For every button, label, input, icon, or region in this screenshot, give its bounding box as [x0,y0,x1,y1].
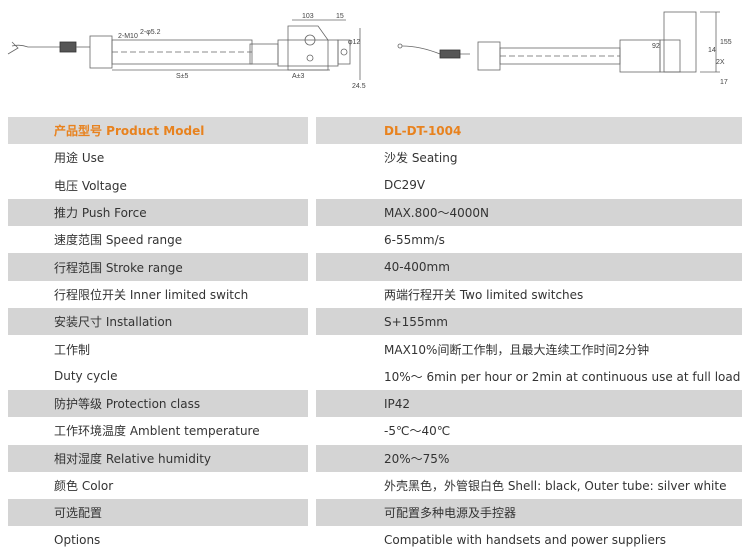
spec-label: 电压 Voltage [54,178,127,193]
spec-value: 沙发 Seating [384,151,458,166]
spec-row: Options Compatible with handsets and powe… [8,526,742,553]
spec-value: S+155mm [316,308,742,336]
dim-pin-hole: 2-φ5.2 [140,29,161,36]
spec-value: 6-55mm/s [384,232,445,247]
spec-label: 推力 Push Force [8,198,308,227]
spec-value: MAX10%间断工作制，且最大连续工作时间2分钟 [384,342,650,357]
spec-row: 工作环境温度 Amblent temperature -5℃～40℃ [8,417,742,444]
spec-label: 工作制 [54,342,91,357]
spec-row: 行程范围 Stroke range 40-400mm [8,253,742,281]
spec-label: 颜色 Color [54,479,114,493]
dim-stroke-len: S±5 [176,73,189,80]
dim-2x: 2X [716,59,725,66]
spec-row: 电压 Voltage DC29V [8,172,742,199]
spec-label: 产品型号 Product Model [8,117,308,145]
dim-155: 155 [720,39,732,46]
dim-14: 14 [708,47,716,54]
spec-label: 速度范围 Speed range [54,233,183,248]
spec-label: 行程范围 Stroke range [8,253,308,281]
spec-row: 推力 Push Force MAX.800～4000N [8,198,742,227]
spec-value: DL-DT-1004 [316,117,742,145]
spec-row: 工作制 MAX10%间断工作制，且最大连续工作时间2分钟 [8,335,742,362]
dim-mount-hole: 2-M10 [118,33,138,40]
spec-row: 防护等级 Protection class IP42 [8,389,742,418]
spec-row: Duty cycle 10%～ 6min per hour or 2min at … [8,363,742,390]
spec-row: 安装尺寸 Installation S+155mm [8,308,742,336]
spec-value: MAX.800～4000N [316,198,742,227]
spec-value: DC29V [384,178,426,193]
spec-value: 外壳黑色，外管银白色 Shell: black, Outer tube: sil… [384,479,727,493]
spec-value: Compatible with handsets and power suppl… [384,533,667,548]
spec-row: 用途 Use 沙发 Seating [8,144,742,171]
spec-label: 安装尺寸 Installation [8,308,308,336]
dim-17: 17 [720,79,728,86]
dim-height-24-5: 24.5 [352,83,366,90]
spec-label: 防护等级 Protection class [8,389,308,418]
spec-value: 两端行程开关 Two limited switches [384,287,584,302]
dim-width-103: 103 [302,13,314,20]
spec-value: IP42 [316,389,742,418]
spec-label: 相对湿度 Relative humidity [8,444,308,472]
spec-row: 速度范围 Speed range 6-55mm/s [8,226,742,253]
spec-row: 行程限位开关 Inner limited switch 两端行程开关 Two li… [8,281,742,308]
spec-label: 用途 Use [54,151,105,166]
spec-label: 可选配置 [8,499,308,527]
dim-install-len: A±3 [292,73,305,80]
spec-value: 可配置多种电源及手控器 [316,499,742,527]
spec-header-row: 产品型号 Product Model DL-DT-1004 [8,117,742,145]
actuator-technical-drawing: 2-M10 2-φ5.2 103 15 φ12 S±5 A±3 24.5 92 … [7,11,732,90]
spec-label: 行程限位开关 Inner limited switch [54,287,249,302]
spec-value: 10%～ 6min per hour or 2min at continuous… [384,369,741,384]
spec-label: 工作环境温度 Amblent temperature [54,424,260,439]
spec-row: 颜色 Color 外壳黑色，外管银白色 Shell: black, Outer t… [8,472,742,499]
spec-row: 相对湿度 Relative humidity 20%～75% [8,444,742,472]
spec-row: 可选配置可配置多种电源及手控器 [8,499,742,527]
spec-label: Options [54,533,101,548]
spec-table: 产品型号 Product Model DL-DT-1004 用途 Use 沙发 Sea… [8,117,742,554]
spec-value: -5℃～40℃ [384,424,451,439]
spec-value: 20%～75% [316,444,742,472]
dim-diameter: φ12 [348,39,360,46]
dim-width-15: 15 [336,13,344,20]
spec-label: Duty cycle [54,369,118,384]
spec-value: 40-400mm [316,253,742,281]
dim-92: 92 [652,43,660,50]
